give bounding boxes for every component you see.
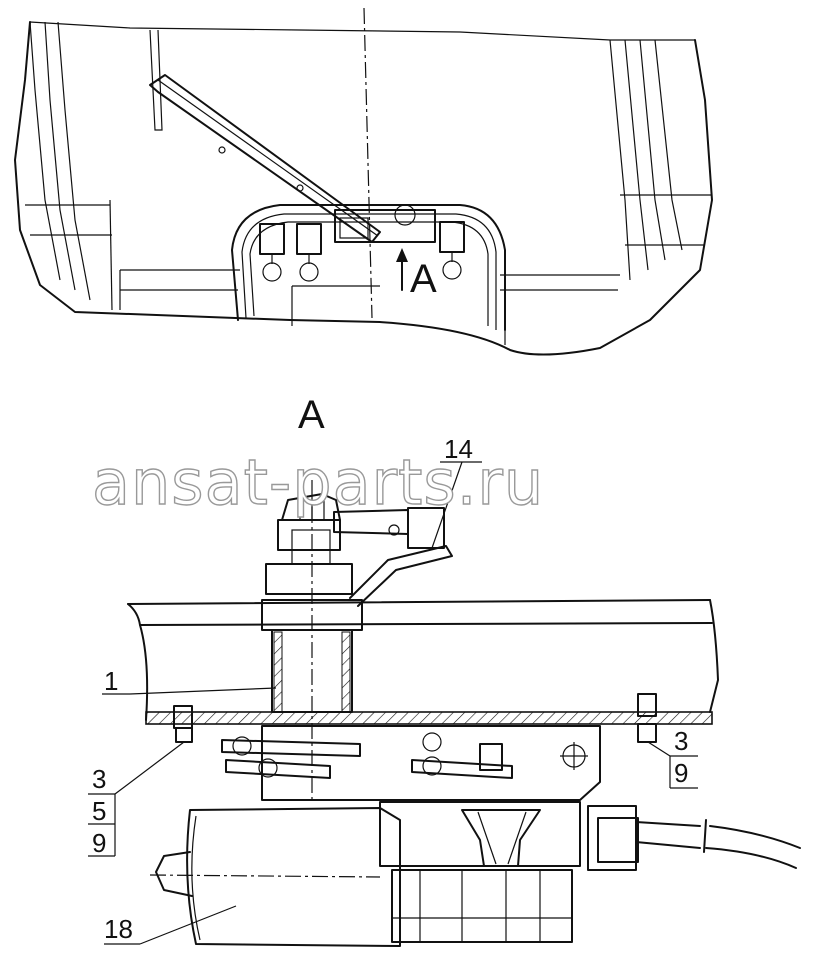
rear-lamp-left bbox=[259, 223, 285, 282]
view-marker-a: A bbox=[410, 257, 437, 301]
cab-rear-panel-view: A bbox=[14, 7, 713, 356]
callout-3-9-right: 3 9 bbox=[647, 726, 698, 789]
rear-lamp-right bbox=[439, 221, 465, 280]
callout-3-right-label: 3 bbox=[674, 726, 688, 756]
callout-9-right-label: 9 bbox=[674, 758, 688, 788]
callout-1-label: 1 bbox=[104, 666, 118, 696]
wiper-motor-assembly bbox=[127, 480, 801, 947]
callout-18: 18 bbox=[104, 905, 237, 945]
rear-lamp-center bbox=[296, 223, 322, 282]
callout-18-label: 18 bbox=[104, 914, 133, 944]
view-a-title: A bbox=[298, 393, 325, 437]
callout-9-left-label: 9 bbox=[92, 828, 106, 858]
callout-14: 14 bbox=[431, 434, 482, 549]
callout-3-left-label: 3 bbox=[92, 764, 106, 794]
callout-1: 1 bbox=[102, 666, 277, 696]
watermark: ansat-parts.ru bbox=[92, 446, 544, 519]
callout-5-left-label: 5 bbox=[92, 796, 106, 826]
callout-14-label: 14 bbox=[444, 434, 473, 464]
callout-3-5-9-left: 3 5 9 bbox=[88, 741, 185, 858]
